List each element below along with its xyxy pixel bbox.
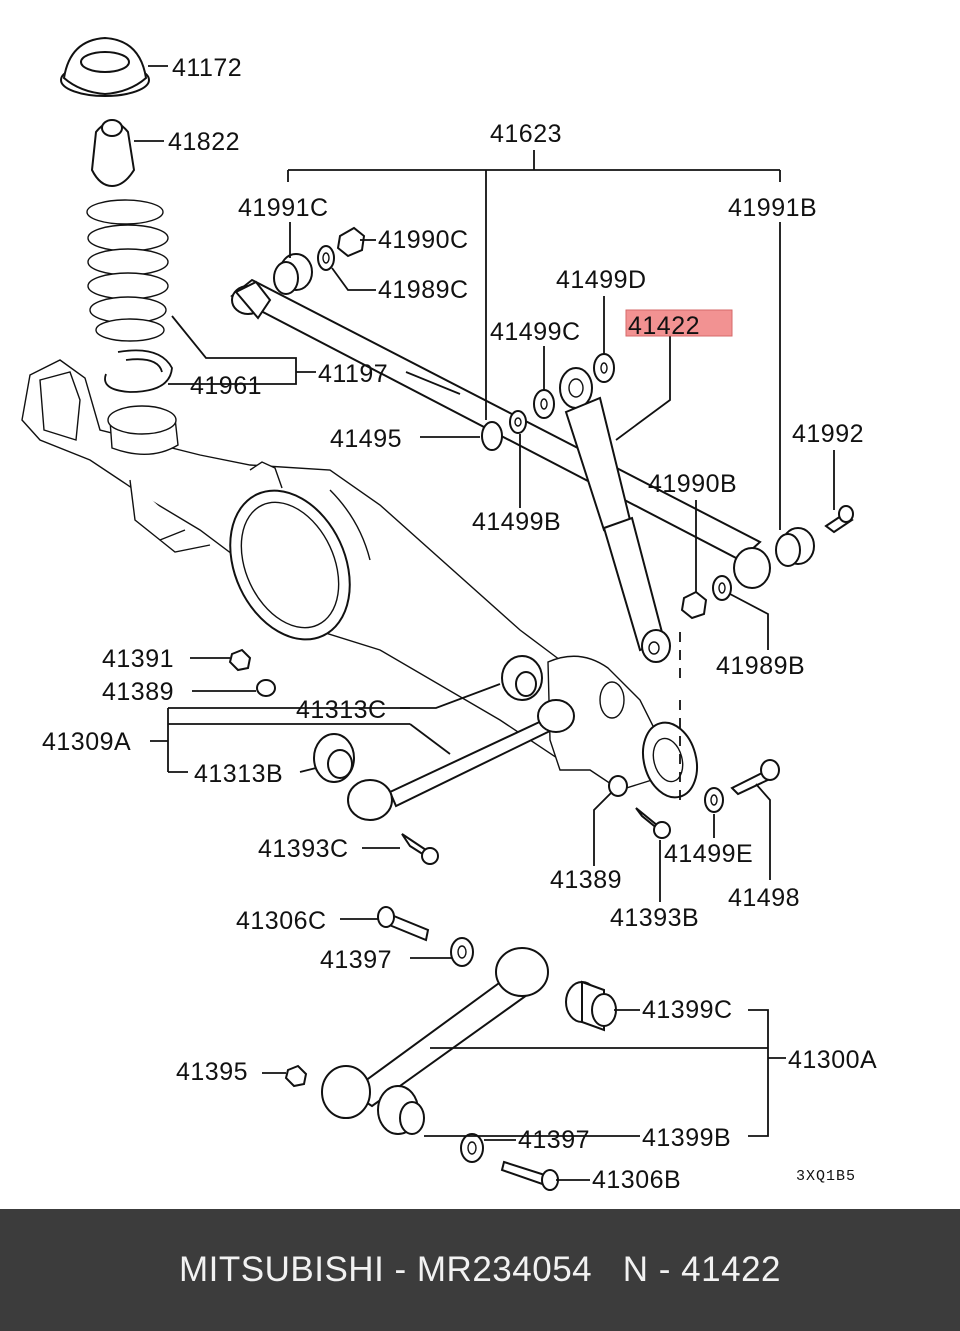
washer-41389-right <box>608 775 628 797</box>
footer-bar: MITSUBISHI - MR234054 N - 41422 <box>0 1209 960 1331</box>
bump-stopper-41822 <box>90 119 136 188</box>
bolt-41393c <box>401 833 439 865</box>
nut-41990b <box>680 590 708 620</box>
label-41991b: 41991B <box>728 194 817 222</box>
label-41961: 41961 <box>190 372 262 400</box>
parts-diagram: 41172 41822 41623 41991C 41991B 41990C 4… <box>21 36 877 1194</box>
lateral-rod-41309a <box>347 699 575 821</box>
label-41991c: 41991C <box>238 194 329 222</box>
bush-41991b <box>775 527 815 567</box>
label-41389-right: 41389 <box>550 866 622 894</box>
label-41197: 41197 <box>318 360 388 388</box>
label-41989b: 41989B <box>716 652 805 680</box>
upper-link-41197 <box>230 278 771 589</box>
label-41422: 41422 <box>628 312 700 340</box>
label-41399b: 41399B <box>642 1124 731 1152</box>
label-41389-left: 41389 <box>102 678 174 706</box>
label-41391: 41391 <box>102 645 174 673</box>
label-41393b: 41393B <box>610 904 699 932</box>
washer-41397-bottom <box>460 1133 484 1163</box>
label-41399c: 41399C <box>642 996 733 1024</box>
bush-41313c <box>501 655 543 701</box>
label-41822: 41822 <box>168 128 240 156</box>
washer-41989c <box>317 245 335 271</box>
label-41498: 41498 <box>728 884 800 912</box>
label-41499e: 41499E <box>664 840 753 868</box>
label-41499d: 41499D <box>556 266 647 294</box>
washer-41499d <box>593 353 615 383</box>
label-41623: 41623 <box>490 120 562 148</box>
bush-41399b <box>377 1085 425 1135</box>
part-labels: 41172 41822 41623 41991C 41991B 41990C 4… <box>42 54 877 1194</box>
label-41313c: 41313C <box>296 696 387 724</box>
nut-41395 <box>284 1064 308 1088</box>
label-41499b: 41499B <box>472 508 561 536</box>
spring-seat-41961 <box>104 349 173 393</box>
bush-41313b <box>313 733 355 783</box>
leader-lines <box>134 65 835 1181</box>
bolt-41393b <box>635 807 671 839</box>
label-41300a: 41300A <box>788 1046 877 1074</box>
washer-41499e <box>704 787 724 813</box>
bush-41495 <box>481 421 503 451</box>
washer-41397-top <box>450 937 474 967</box>
label-41306c: 41306C <box>236 907 327 935</box>
washer-41389-left <box>256 679 276 697</box>
bolt-41992 <box>824 505 854 534</box>
bush-41399c <box>565 980 617 1032</box>
washer-41499c <box>533 389 555 419</box>
label-41395: 41395 <box>176 1058 248 1086</box>
label-41306b: 41306B <box>592 1166 681 1194</box>
coil-spring <box>86 199 169 342</box>
axle-housing <box>21 359 698 799</box>
label-41397-bottom: 41397 <box>518 1126 590 1154</box>
bush-41991c <box>273 253 313 295</box>
label-41990b: 41990B <box>648 470 737 498</box>
washer-41989b <box>712 575 732 601</box>
nut-41391 <box>228 648 252 672</box>
diagram-code: 3XQ1B5 <box>796 1168 856 1185</box>
label-41992: 41992 <box>792 420 864 448</box>
bolt-41306b <box>500 1160 559 1191</box>
label-41397-top: 41397 <box>320 946 392 974</box>
label-41313b: 41313B <box>194 760 283 788</box>
lower-arm-41300a <box>321 947 549 1119</box>
bump-cap-41172 <box>60 36 150 97</box>
bolt-41306c <box>377 906 430 942</box>
highlight-41422 <box>625 309 733 337</box>
label-41989c: 41989C <box>378 276 469 304</box>
nut-41990c <box>336 226 366 258</box>
label-41990c: 41990C <box>378 226 469 254</box>
label-41172: 41172 <box>172 54 242 82</box>
shock-absorber-41422 <box>559 367 671 663</box>
footer-part-info: MITSUBISHI - MR234054 N - 41422 <box>179 1250 781 1289</box>
label-41309a: 41309A <box>42 728 131 756</box>
washer-41499b <box>509 410 527 434</box>
label-41393c: 41393C <box>258 835 349 863</box>
bolt-41498 <box>730 759 780 796</box>
label-41495: 41495 <box>330 425 402 453</box>
label-41499c: 41499C <box>490 318 581 346</box>
